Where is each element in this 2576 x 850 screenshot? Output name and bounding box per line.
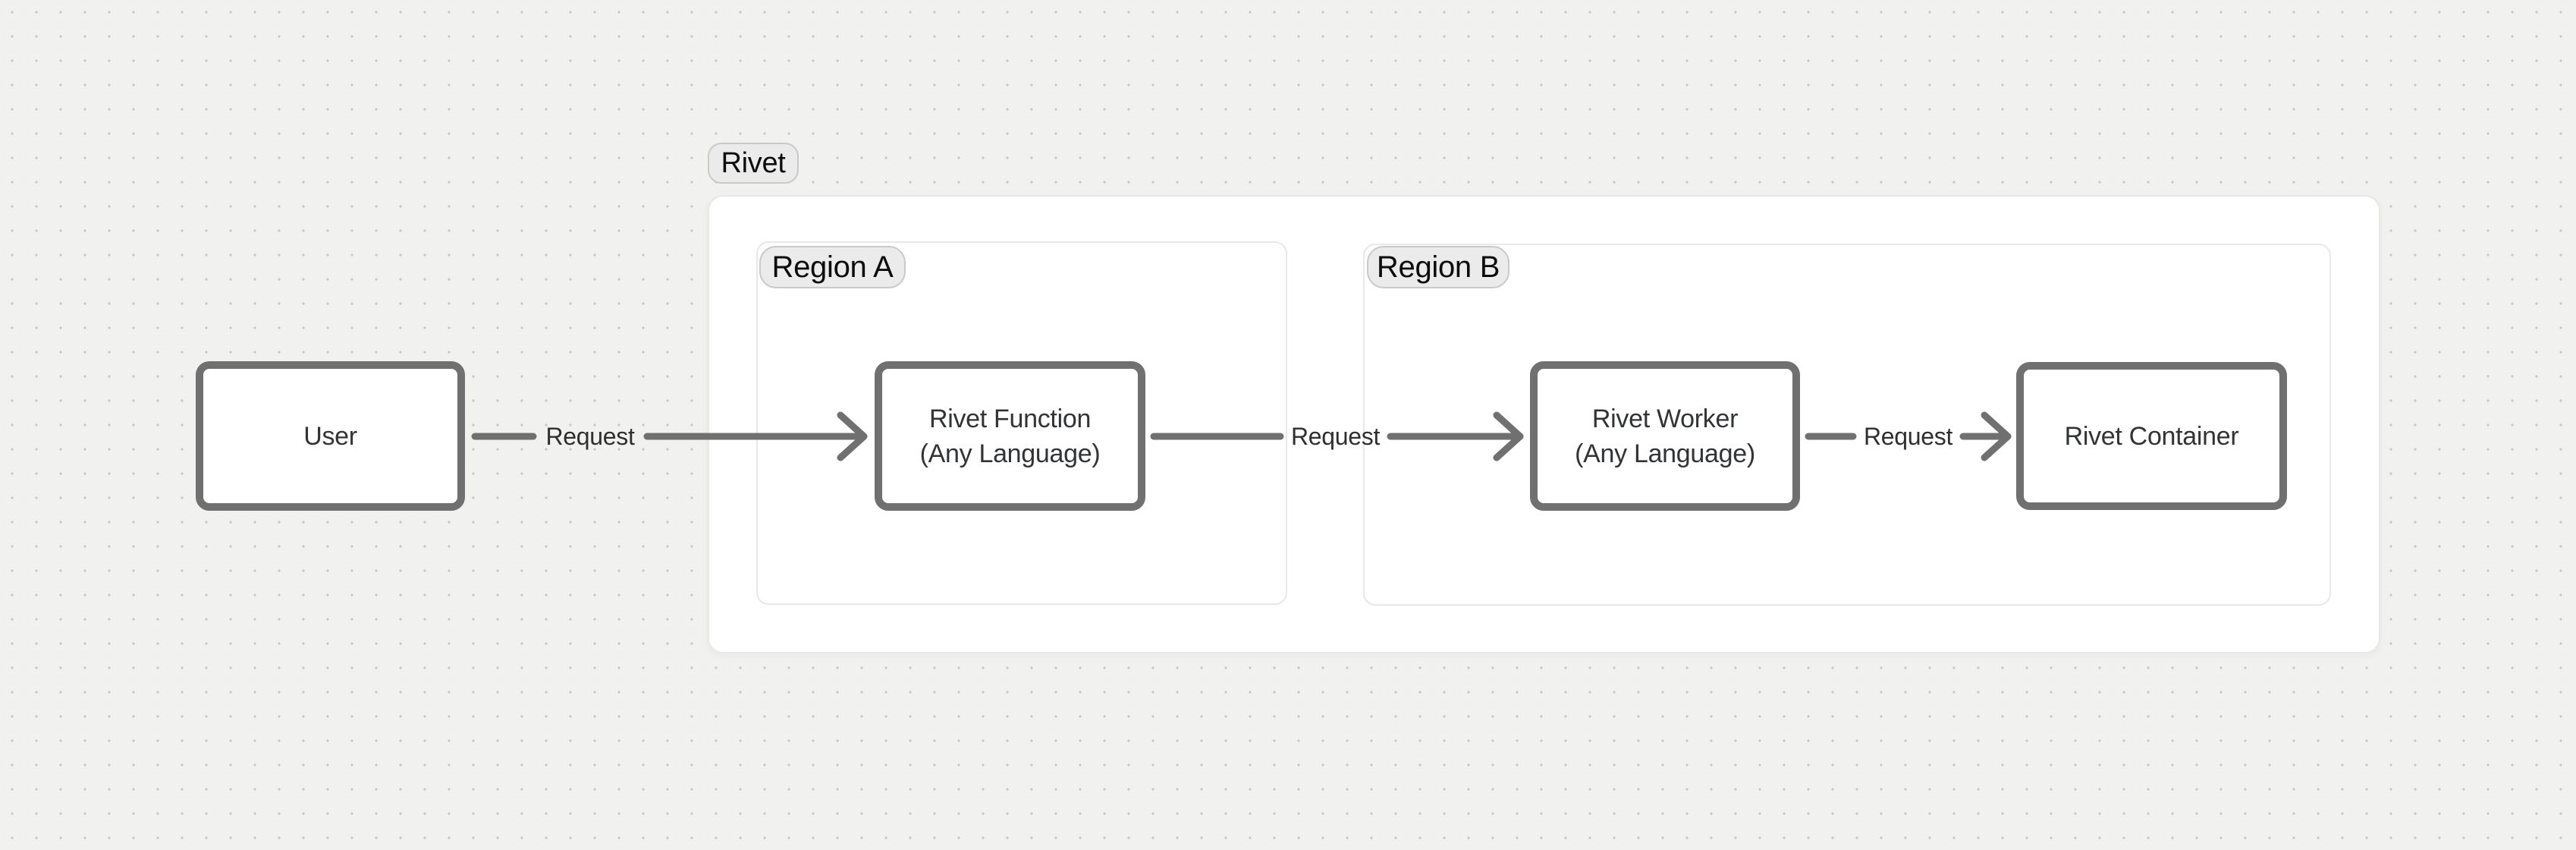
node-rivet-container: Rivet Container bbox=[2016, 362, 2287, 510]
node-rivet-worker-label: Rivet Worker bbox=[1591, 404, 1739, 433]
node-rivet-container-label: Rivet Container bbox=[2064, 421, 2239, 451]
node-user: User bbox=[196, 361, 465, 511]
edge-function-to-worker: Request bbox=[1145, 406, 1530, 467]
node-rivet-function-label: Rivet Function bbox=[928, 404, 1092, 433]
edge-user-to-function: Request bbox=[465, 406, 875, 467]
group-region-a-label-text: Region A bbox=[771, 250, 894, 284]
node-rivet-function-sublabel: (Any Language) bbox=[919, 439, 1101, 468]
edge-user-to-function-line bbox=[471, 411, 868, 461]
edge-user-to-function-label: Request bbox=[545, 422, 635, 450]
node-rivet-worker: Rivet Worker (Any Language) bbox=[1530, 361, 1800, 511]
edge-worker-to-container-line bbox=[1805, 411, 2012, 461]
group-rivet-label-text: Rivet bbox=[721, 146, 786, 179]
arrowhead-icon bbox=[1493, 411, 1524, 461]
edge-function-to-worker-line bbox=[1150, 411, 1524, 461]
arrowhead-icon bbox=[1981, 411, 2012, 461]
edge-worker-to-container-label: Request bbox=[1863, 422, 1953, 450]
node-user-label: User bbox=[303, 421, 357, 451]
group-rivet-label: Rivet bbox=[708, 143, 799, 184]
group-region-b-label-text: Region B bbox=[1376, 250, 1500, 284]
node-rivet-function: Rivet Function (Any Language) bbox=[875, 361, 1145, 511]
edge-function-to-worker-label: Request bbox=[1290, 422, 1381, 450]
arrowhead-icon bbox=[837, 411, 868, 461]
group-region-b-label: Region B bbox=[1367, 246, 1509, 288]
node-rivet-worker-sublabel: (Any Language) bbox=[1575, 439, 1755, 468]
group-region-a-label: Region A bbox=[759, 246, 906, 288]
edge-worker-to-container: Request bbox=[1800, 406, 2018, 467]
